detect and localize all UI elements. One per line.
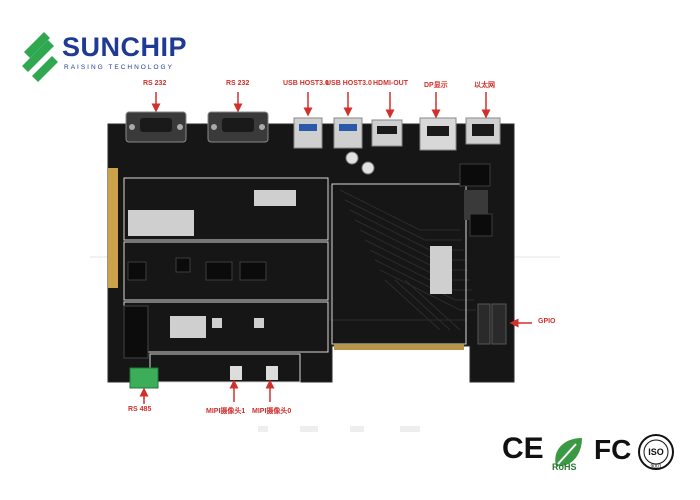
- iso-badge-icon: ISO 9001: [638, 434, 674, 470]
- label-usb-host-1: USB HOST3.0: [283, 80, 329, 87]
- hdmi-port: [371, 119, 403, 147]
- gold-edge-strip: [108, 168, 118, 288]
- ce-mark: CE: [502, 432, 544, 465]
- label-ethernet: 以太网: [474, 82, 495, 89]
- usb-port-2: [333, 117, 363, 149]
- label-usb-host-2: USB HOST3.0: [326, 80, 372, 87]
- gpio-header: [477, 303, 507, 345]
- callout-arrows: [139, 92, 532, 404]
- ethernet-port: [465, 117, 501, 145]
- rohs-text: RoHS: [552, 462, 577, 472]
- gold-fingers: [334, 344, 464, 350]
- capacitors: [345, 151, 375, 175]
- label-gpio: GPIO: [538, 318, 556, 325]
- dp-port: [419, 117, 457, 151]
- reflection: [258, 426, 420, 432]
- mipi-connector-1: [230, 366, 242, 380]
- label-rs232-2: RS 232: [226, 80, 250, 87]
- sunchip-logo-mark-icon: [22, 32, 58, 82]
- pcb-chips: [127, 163, 493, 281]
- rs232-connector-1: [125, 111, 187, 143]
- label-hdmi-out: HDMI-OUT: [373, 80, 408, 87]
- iso-number: 9001: [650, 464, 661, 470]
- iso-mark: ISO 9001: [636, 432, 676, 472]
- label-dp: DP显示: [424, 82, 448, 89]
- fc-mark: FC: [594, 434, 632, 465]
- rohs-leaf-icon: RoHS: [552, 438, 582, 472]
- sunchip-logo: SUNCHIP RAISING TECHNOLOGY: [18, 26, 198, 86]
- usb-port-1: [293, 117, 323, 149]
- rs232-connector-2: [207, 111, 269, 143]
- label-mipi-camera-0: MIPI摄像头0: [252, 408, 292, 415]
- rohs-mark: RoHS: [548, 432, 590, 472]
- label-rs232-1: RS 232: [143, 80, 167, 87]
- label-rs485: RS 485: [128, 406, 152, 413]
- pcb-board: [107, 123, 515, 383]
- mipi-connector-0: [266, 366, 278, 380]
- sodimm-slot: [123, 305, 149, 359]
- brand-tagline: RAISING TECHNOLOGY: [64, 64, 174, 71]
- rs485-terminal-block: [129, 367, 159, 389]
- silver-pads: [128, 190, 488, 338]
- iso-text: ISO: [648, 447, 664, 457]
- brand-name: SUNCHIP: [62, 32, 188, 62]
- label-mipi-camera-1: MIPI摄像头1: [206, 408, 246, 415]
